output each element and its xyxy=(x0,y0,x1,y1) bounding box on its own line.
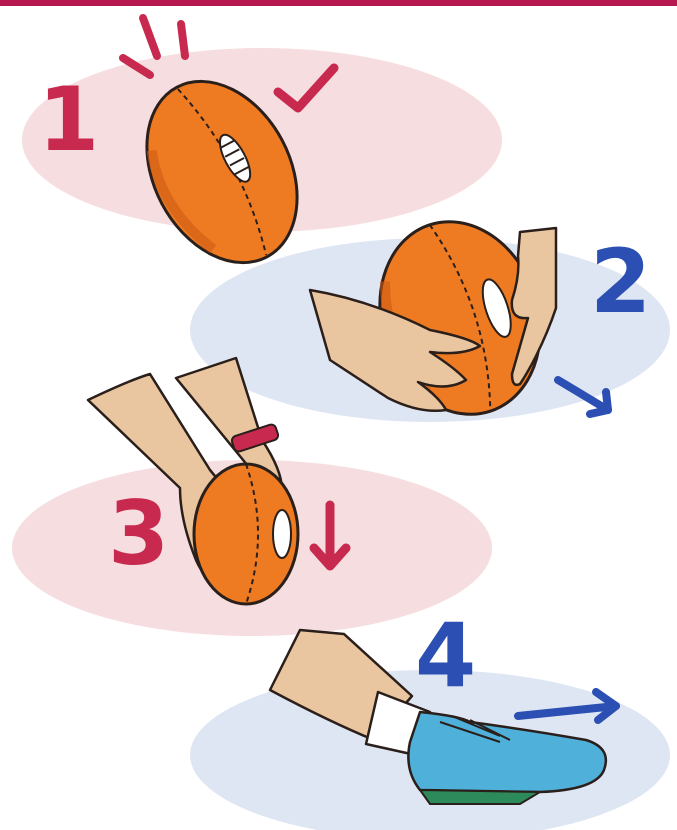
step-number-2: 2 xyxy=(590,238,651,326)
boot-sole xyxy=(420,790,540,804)
step-number-1: 1 xyxy=(38,76,99,164)
step-number-4: 4 xyxy=(415,612,476,700)
football-icon xyxy=(194,464,298,604)
step-number-3: 3 xyxy=(108,490,169,578)
